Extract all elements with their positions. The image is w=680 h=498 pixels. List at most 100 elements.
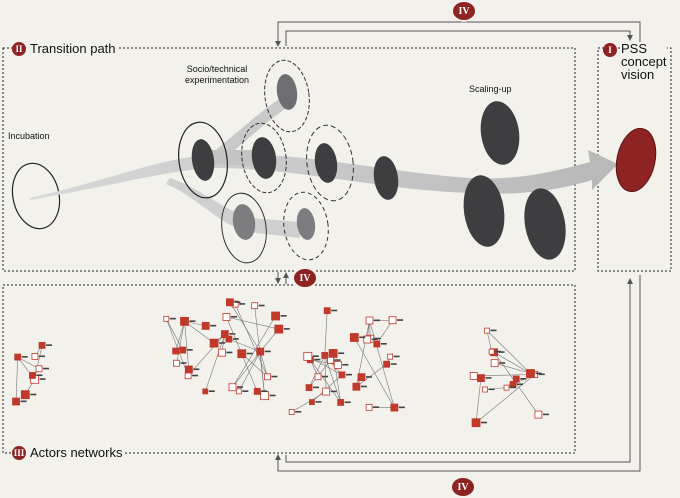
actor-node-icon <box>14 353 22 361</box>
actor-node-icon <box>321 352 329 359</box>
feedback-iv-middle: IV <box>292 267 318 289</box>
actor-node-tag <box>359 336 366 339</box>
network-link <box>369 320 395 408</box>
feedback-iv-top: IV <box>451 0 477 22</box>
actor-node-icon <box>38 341 46 349</box>
actor-node-tag <box>495 350 502 353</box>
actor-node-icon <box>209 338 219 348</box>
actor-node-tag <box>397 319 404 321</box>
network-link <box>354 337 395 408</box>
actor-node-tag <box>46 344 53 346</box>
actor-node-icon <box>488 348 495 355</box>
network-link <box>226 316 279 330</box>
actor-node-icon <box>228 383 237 392</box>
niche-ring-2 <box>241 122 287 194</box>
network-link <box>485 387 507 390</box>
actor-node-tag <box>342 363 349 366</box>
pss-vision-title: I PSS concept vision <box>603 42 670 81</box>
actor-node-icon <box>309 399 315 405</box>
network-link <box>184 321 215 344</box>
actor-node-icon <box>482 386 488 393</box>
actor-node-tag <box>538 373 545 376</box>
actor-node-tag <box>269 394 276 397</box>
actor-node-tag <box>374 337 381 340</box>
network-link <box>166 318 184 351</box>
transition-path-box <box>2 47 576 272</box>
actor-node-tag <box>242 390 249 392</box>
actor-node-icon <box>484 327 490 334</box>
actor-node-tag <box>490 329 497 332</box>
actor-node-tag <box>338 352 345 355</box>
actor-node-tag <box>36 374 43 377</box>
actor-node-icon <box>12 397 20 406</box>
actor-node-tag <box>169 317 176 320</box>
network-link <box>228 338 261 352</box>
actors-networks-label: Actors networks <box>30 445 123 460</box>
actor-node-tag <box>261 390 268 392</box>
actor-node-icon <box>503 384 510 391</box>
section-iii-badge: III <box>12 445 26 460</box>
network-link <box>324 310 328 356</box>
actors-networks-title: III Actors networks <box>12 445 126 460</box>
scaling-oval-3 <box>524 188 566 260</box>
actor-node-tag <box>180 362 187 364</box>
niche-ring-3 <box>264 59 310 133</box>
feedback-loop-middle <box>275 272 289 284</box>
actor-node-tag <box>393 355 400 358</box>
actor-node-tag <box>232 338 239 340</box>
actor-node-icon <box>20 390 30 400</box>
actor-node-tag <box>234 301 241 303</box>
actor-node-tag <box>210 324 217 327</box>
network-link <box>176 321 185 364</box>
actor-node-icon <box>184 365 193 374</box>
actor-node-icon <box>388 316 397 325</box>
actor-node-icon <box>390 403 399 412</box>
actor-node-tag <box>516 383 523 386</box>
section-i-badge: I <box>603 43 617 57</box>
experimentation-line2: experimentation <box>185 75 250 85</box>
pss-vision-line2: concept <box>621 54 667 69</box>
network-link <box>308 355 326 388</box>
actor-node-icon <box>338 371 346 379</box>
incubation-oval <box>11 162 61 230</box>
actor-node-icon <box>220 330 229 338</box>
actor-node-tag <box>38 355 45 358</box>
scaling-up-label: Scaling-up <box>469 84 512 94</box>
actor-node-icon <box>226 298 234 307</box>
actor-node-icon <box>322 387 331 396</box>
actor-node-tag <box>510 386 517 389</box>
actor-node-tag <box>488 388 495 391</box>
actor-node-tag <box>229 333 236 335</box>
actor-node-icon <box>202 388 209 395</box>
actor-node-icon <box>323 307 331 315</box>
actor-node-tag <box>312 355 319 357</box>
actor-node-tag <box>264 350 271 353</box>
network-link <box>232 351 261 388</box>
actor-node-tag <box>39 378 46 380</box>
scaling-oval-1 <box>480 101 520 165</box>
pss-vision-line1: PSS <box>621 41 648 56</box>
actor-node-icon <box>352 382 361 391</box>
actor-node-tag <box>485 377 492 379</box>
actor-node-icon <box>490 359 499 368</box>
actor-node-icon <box>31 353 39 360</box>
actor-node-tag <box>390 363 397 365</box>
actor-node-icon <box>387 353 394 360</box>
actor-node-tag <box>21 356 28 358</box>
actor-node-tag <box>542 413 549 416</box>
actor-node-icon <box>337 399 345 406</box>
transition-path-title: II Transition path <box>12 41 119 56</box>
niche-ring-6 <box>306 124 354 202</box>
actor-node-tag <box>30 393 37 396</box>
network-link <box>356 364 387 387</box>
actor-node-icon <box>383 360 391 368</box>
actor-node-tag <box>371 338 378 341</box>
actor-node-icon <box>201 321 210 330</box>
actor-node-tag <box>535 372 542 375</box>
actor-node-icon <box>349 333 359 342</box>
network-link <box>229 302 261 352</box>
actor-node-icon <box>253 387 261 395</box>
pss-vision-oval <box>615 127 657 193</box>
niche-ring-5 <box>283 191 329 261</box>
